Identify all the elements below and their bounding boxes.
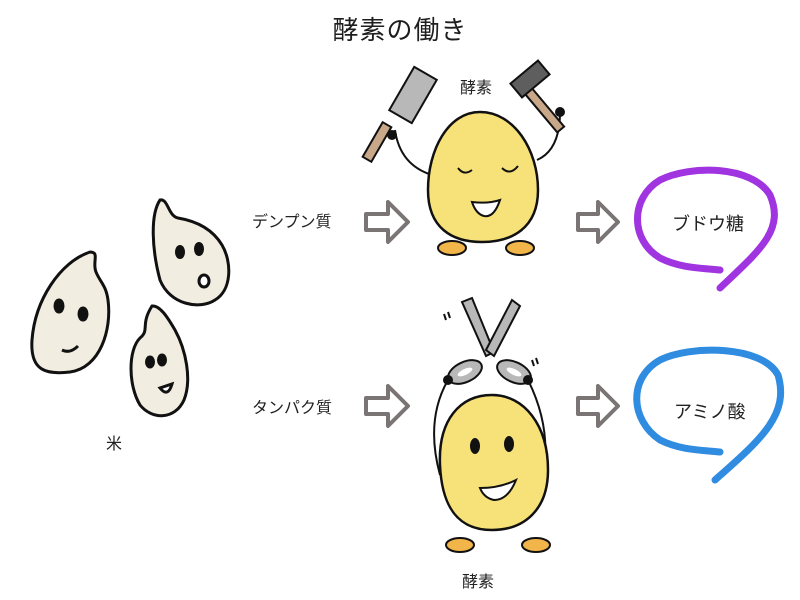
arrow-icon <box>364 384 410 428</box>
arrow-icon <box>364 200 410 244</box>
output-loop-amino <box>633 346 785 484</box>
scissors-icon <box>443 296 539 385</box>
rice-grains <box>30 198 231 418</box>
output-label-glucose: ブドウ糖 <box>672 214 744 235</box>
input-label-protein: タンパク質 <box>252 398 333 417</box>
enzyme-label-bottom: 酵素 <box>462 572 495 591</box>
rice-label: 米 <box>106 434 123 453</box>
arrow-icon <box>576 384 620 428</box>
enzyme-character-bottom <box>433 296 551 553</box>
arrow-icon <box>576 200 620 244</box>
rice-grain-left <box>30 250 111 375</box>
enzyme-label-top: 酵素 <box>460 78 493 97</box>
output-loop-glucose <box>634 166 778 292</box>
input-label-starch: デンプン質 <box>252 212 332 231</box>
diagram-title: 酵素の働き <box>332 16 468 46</box>
rice-grain-bottom <box>129 304 190 418</box>
output-label-amino-acid: アミノ酸 <box>674 402 746 423</box>
hammer-icon <box>509 59 566 134</box>
enzyme-character-top <box>361 59 566 256</box>
saw-icon <box>361 65 439 164</box>
rice-grain-top <box>151 198 231 307</box>
